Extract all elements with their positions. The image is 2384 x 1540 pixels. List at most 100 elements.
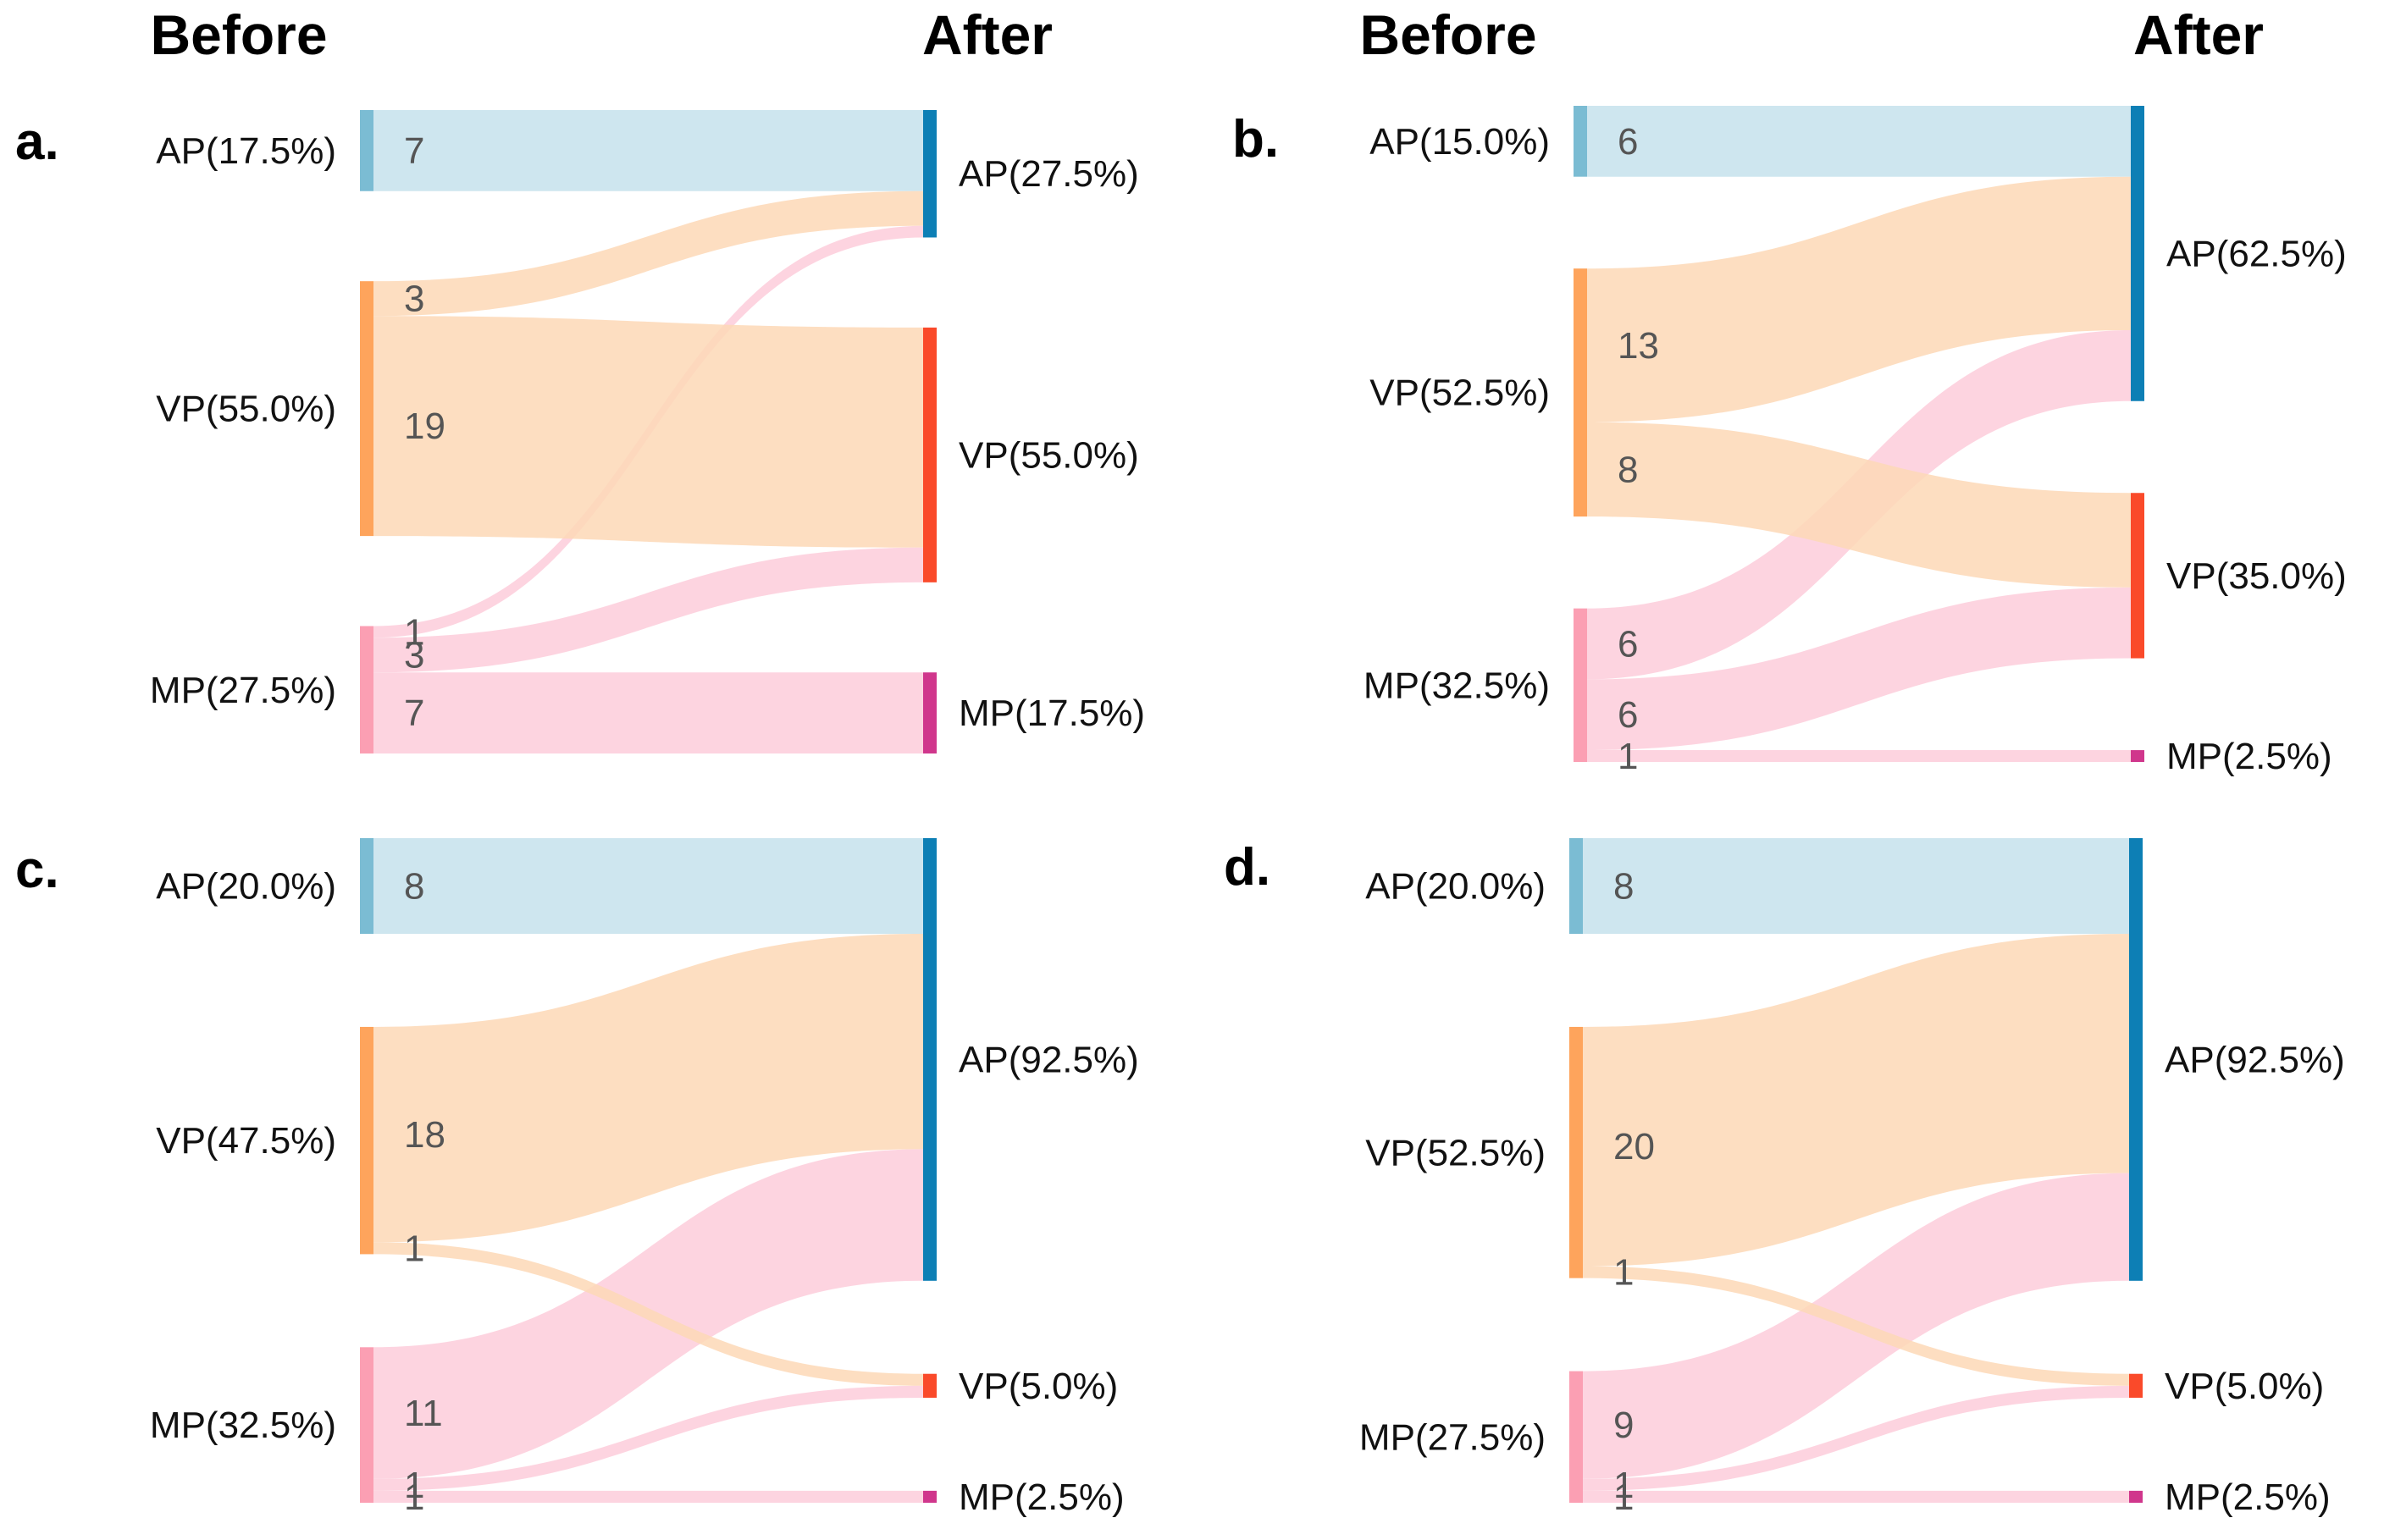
node-before-mp (1574, 608, 1587, 762)
sankey-panel: d. AP(20.0%) AP(92.5%) VP(52.5%) VP(5.0%) MP(… (1224, 838, 2345, 1518)
node-before-ap (1569, 838, 1583, 935)
node-before-mp (360, 1347, 373, 1503)
flow-band (373, 1385, 923, 1491)
node-after-vp (923, 327, 937, 582)
flow-value-label: 19 (404, 406, 445, 447)
nodes: AP(17.5%)AP(27.5%)VP(55.0%)VP(55.0%)MP(2… (150, 110, 1145, 753)
node-before-ap (1574, 106, 1587, 177)
sankey-panel: a.AP(17.5%)AP(27.5%)VP(55.0%)VP(55.0%)MP… (15, 110, 1145, 753)
flow-value-label: 8 (1618, 449, 1638, 490)
flow-value-label: 7 (404, 693, 424, 734)
panels: a.AP(17.5%)AP(27.5%)VP(55.0%)VP(55.0%)MP… (15, 106, 2347, 1518)
flow-value-label: 20 (1613, 1126, 1655, 1167)
flow-band (373, 934, 923, 1243)
node-before-ap (360, 110, 373, 191)
node-before-vp (360, 281, 373, 537)
node-label-after: AP(92.5%) (2165, 1039, 2345, 1080)
sankey-panel: b.AP(15.0%)AP(62.5%)VP(52.5%)VP(35.0%)MP… (1232, 106, 2347, 777)
sankey-panel: c.AP(20.0%)AP(92.5%)VP(47.5%)VP(5.0%)MP(… (15, 838, 1139, 1518)
node-label-after: VP(35.0%) (2166, 555, 2347, 597)
flow-value-label: 8 (1613, 866, 1634, 908)
nodes: AP(15.0%)AP(62.5%)VP(52.5%)VP(35.0%)MP(3… (1363, 106, 2347, 777)
flow-band (1583, 1490, 2129, 1503)
node-before-mp (1569, 1371, 1583, 1503)
node-before-mp (360, 626, 373, 753)
flow-value-label: 1 (1613, 1465, 1634, 1506)
node-after-mp (923, 1490, 937, 1503)
flow-band (373, 1490, 923, 1503)
flow-value-label: 1 (1613, 1477, 1634, 1518)
node-label-before: MP(27.5%) (150, 670, 336, 711)
node-label-before: VP(47.5%) (156, 1120, 336, 1162)
header-after-left: After (922, 3, 1053, 66)
node-before-vp (1569, 1026, 1583, 1278)
node-label-before: AP(20.0%) (1365, 866, 1546, 908)
flow-band (1583, 934, 2129, 1267)
flow-value-label: 18 (404, 1114, 445, 1156)
flow-value-label: 6 (1618, 121, 1638, 163)
node-label-before: AP(20.0%) (156, 866, 336, 908)
node-after-mp (2131, 750, 2144, 762)
header-before-left: Before (150, 3, 327, 66)
node-label-after: AP(62.5%) (2166, 233, 2347, 274)
node-label-after: VP(5.0%) (959, 1366, 1118, 1407)
flows (1587, 106, 2131, 762)
flow-band (373, 316, 923, 548)
node-label-after: MP(2.5%) (959, 1477, 1125, 1518)
flow-band (1583, 1385, 2129, 1491)
node-label-after: VP(5.0%) (2165, 1366, 2324, 1407)
flow-band (373, 547, 923, 673)
node-label-after: MP(2.5%) (2166, 736, 2332, 777)
node-before-vp (1574, 268, 1587, 517)
flow-band (1583, 838, 2129, 935)
flow-band (1587, 750, 2131, 762)
nodes: AP(20.0%) AP(92.5%) VP(52.5%) VP(5.0%) MP(27… (1359, 838, 2345, 1518)
flow-band (1587, 176, 2131, 422)
flows (1583, 838, 2129, 1503)
node-label-before: MP(27.5%) (1359, 1416, 1546, 1458)
flow-value-label: 1 (1613, 1252, 1634, 1294)
flow-band (1587, 587, 2131, 751)
node-after-mp (2129, 1490, 2143, 1503)
node-label-after: MP(17.5%) (959, 693, 1145, 734)
flow-value-label: 11 (404, 1393, 443, 1434)
header-after-right: After (2133, 3, 2264, 66)
flow-value-label: 3 (404, 635, 424, 676)
flows (373, 838, 923, 1503)
node-after-vp (923, 1373, 937, 1398)
header-before-right: Before (1359, 3, 1536, 66)
flow-band (1583, 1266, 2129, 1386)
node-after-vp (2129, 1373, 2143, 1398)
flow-value-label: 1 (404, 611, 424, 653)
flow-value-label: 8 (404, 866, 424, 908)
flow-band (373, 672, 923, 753)
flow-band (373, 190, 923, 317)
flow-value-label: 13 (1618, 325, 1659, 367)
flow-band (373, 838, 923, 935)
flow-band (373, 1242, 923, 1386)
node-label-after: AP(27.5%) (959, 153, 1139, 195)
node-label-before: VP(52.5%) (1365, 1132, 1546, 1173)
node-after-ap (923, 110, 937, 238)
node-label-before: VP(55.0%) (156, 389, 336, 430)
node-label-before: AP(17.5%) (156, 130, 336, 172)
flow-value-label: 3 (404, 279, 424, 320)
flow-value-label: 7 (404, 130, 424, 172)
node-label-before: MP(32.5%) (150, 1405, 336, 1446)
node-label-after: MP(2.5%) (2165, 1477, 2331, 1518)
node-label-before: MP(32.5%) (1363, 665, 1550, 706)
node-after-ap (2129, 838, 2143, 1281)
panel-label: d. (1224, 838, 1270, 897)
flow-value-label: 1 (404, 1477, 424, 1518)
flow-band (373, 110, 923, 191)
node-after-ap (923, 838, 937, 1281)
panel-label: c. (15, 841, 59, 899)
flows (373, 110, 923, 753)
flow-value-label: 1 (1618, 736, 1638, 777)
node-before-vp (360, 1026, 373, 1255)
flow-band (1587, 106, 2131, 177)
